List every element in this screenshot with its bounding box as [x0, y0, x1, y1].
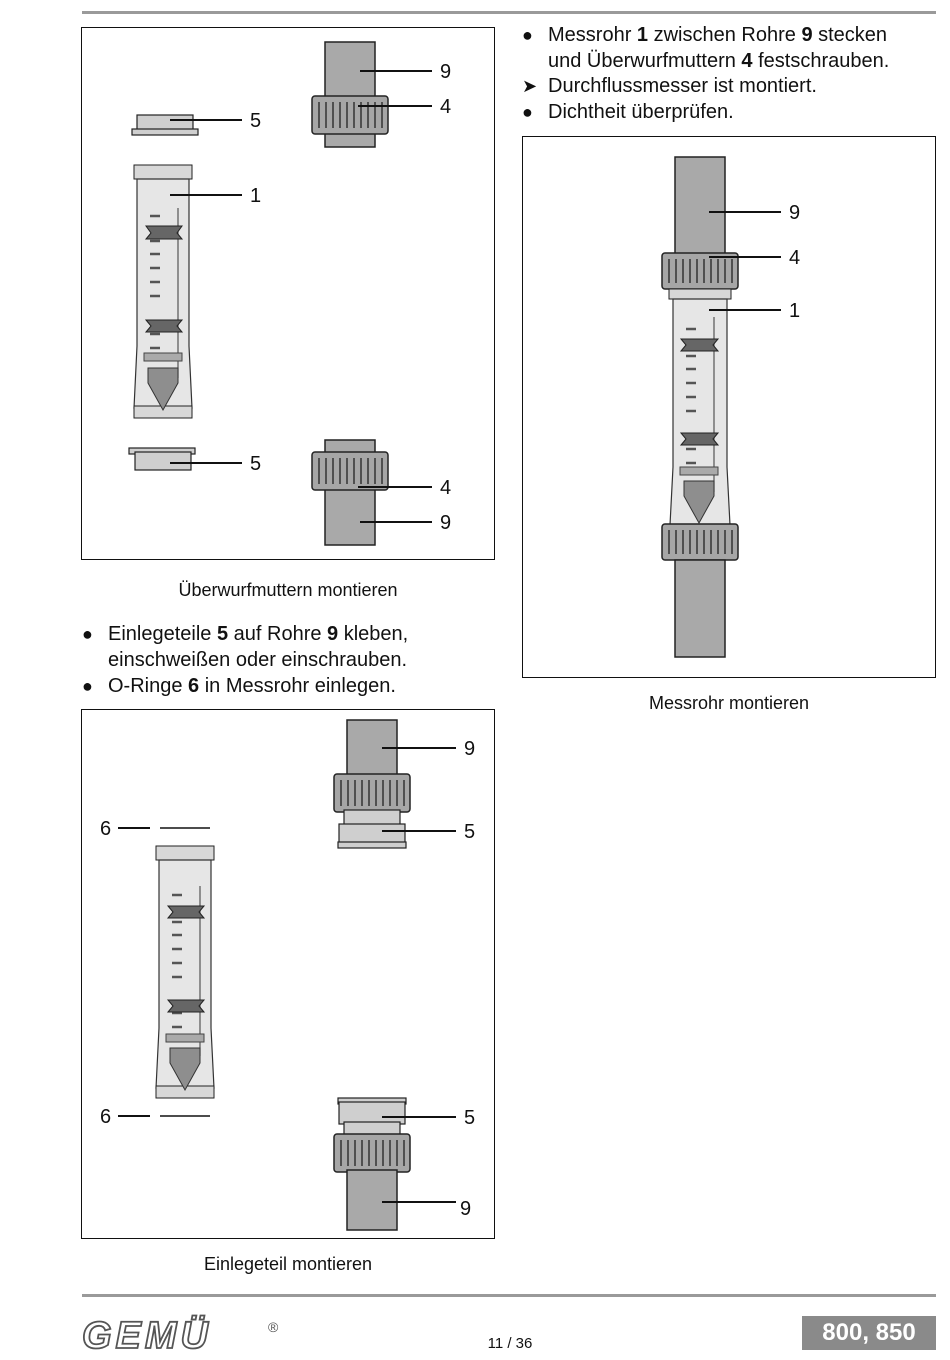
label-5: 5 — [464, 1107, 475, 1129]
footer-rule — [82, 1294, 936, 1297]
label-1: 1 — [250, 185, 261, 207]
label-5: 5 — [250, 453, 261, 475]
figure-einlegeteil: 9 5 6 6 5 9 — [81, 709, 495, 1239]
caption-figure1: Überwurfmuttern montieren — [178, 580, 398, 600]
bullet-icon: ● — [82, 676, 93, 696]
label-4: 4 — [789, 247, 800, 269]
figure-messrohr-drawing: 9 4 1 — [661, 156, 800, 658]
figure-einlegeteil-drawing: 9 5 6 6 5 9 — [100, 719, 475, 1231]
label-4: 4 — [440, 96, 451, 118]
label-9: 9 — [440, 512, 451, 534]
arrow-icon: ➤ — [522, 76, 538, 96]
label-1: 1 — [789, 300, 800, 322]
bullet-icon: ● — [522, 25, 533, 45]
product-badge: 800, 850 — [802, 1316, 936, 1350]
label-9: 9 — [789, 202, 800, 224]
label-5: 5 — [464, 821, 475, 843]
page-number: 11 / 36 — [487, 1335, 533, 1352]
logo-text: GEMÜ — [82, 1314, 212, 1354]
caption-figure3: Messrohr montieren — [648, 693, 810, 713]
label-5: 5 — [250, 110, 261, 132]
label-6: 6 — [100, 1106, 111, 1128]
label-6: 6 — [100, 818, 111, 840]
bullet-icon: ● — [522, 102, 533, 122]
label-9: 9 — [464, 738, 475, 760]
figure-ueberwurfmuttern: 9 4 5 1 5 4 9 — [81, 27, 495, 560]
header-rule — [82, 11, 936, 14]
label-9: 9 — [440, 61, 451, 83]
caption-figure2: Einlegeteil montieren — [203, 1254, 373, 1274]
bullet-icon: ● — [82, 624, 93, 644]
gemu-logo: GEMÜ ® — [81, 1313, 292, 1359]
figure-ueberwurfmuttern-drawing: 9 4 5 1 5 4 9 — [128, 41, 451, 546]
label-4: 4 — [440, 477, 451, 499]
label-9: 9 — [460, 1198, 471, 1220]
figure-messrohr: 9 4 1 — [522, 136, 936, 678]
registered-mark: ® — [268, 1319, 279, 1335]
